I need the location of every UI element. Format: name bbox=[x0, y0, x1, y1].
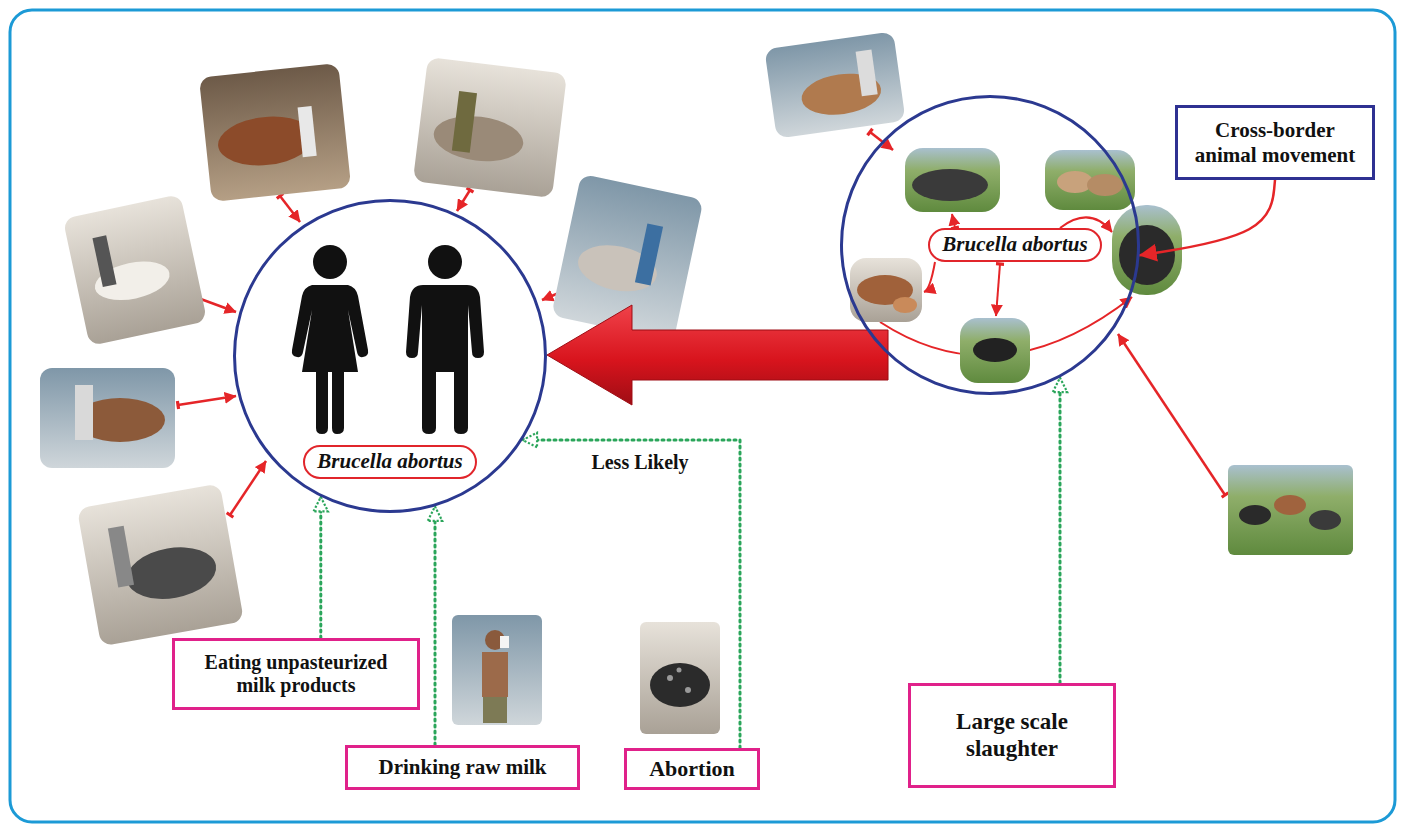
factor-box: Drinking raw milk bbox=[345, 745, 580, 790]
factor-box: Eating unpasteurized milk products bbox=[172, 638, 420, 710]
factor-text: Large scale slaughter bbox=[919, 709, 1105, 762]
woman-head bbox=[313, 245, 347, 279]
risk-arrow bbox=[1059, 378, 1062, 683]
contact-arrow bbox=[1118, 334, 1225, 495]
main-transmission-arrow bbox=[547, 305, 888, 405]
speckle bbox=[685, 687, 691, 693]
transmission-arrow bbox=[996, 264, 1000, 316]
factor-text: Abortion bbox=[635, 756, 749, 781]
person bbox=[856, 50, 878, 97]
person bbox=[108, 526, 134, 588]
person bbox=[92, 235, 116, 287]
photo-abortion bbox=[640, 622, 720, 734]
goat bbox=[650, 663, 710, 707]
transmission-arrow bbox=[952, 214, 955, 228]
person bbox=[298, 106, 317, 157]
cup bbox=[500, 636, 509, 648]
goat bbox=[973, 338, 1017, 362]
host-circle: Brucella abortus bbox=[233, 199, 547, 513]
cow bbox=[123, 541, 220, 606]
factor-text: Cross-border animal movement bbox=[1186, 118, 1364, 166]
speckle bbox=[677, 668, 682, 673]
photo-handler bbox=[413, 57, 567, 198]
calf bbox=[893, 297, 917, 313]
photo-child-drinking bbox=[452, 615, 542, 725]
photo-buffalo bbox=[905, 148, 1000, 212]
man-head bbox=[428, 245, 462, 279]
factor-box: Cross-border animal movement bbox=[1175, 105, 1375, 180]
photo-goat bbox=[63, 194, 207, 346]
sheep bbox=[1087, 174, 1123, 196]
photo bbox=[199, 63, 351, 202]
circle-outline bbox=[842, 97, 1139, 394]
contact-arrow bbox=[280, 196, 300, 222]
contact-arrow bbox=[178, 396, 236, 405]
person bbox=[75, 385, 93, 440]
photo-delivery bbox=[40, 368, 175, 468]
transmission-arrow bbox=[924, 262, 935, 292]
circle-outline bbox=[235, 201, 546, 512]
photo bbox=[452, 615, 542, 725]
factor-text: Eating unpasteurized milk products bbox=[183, 651, 409, 697]
photo bbox=[1228, 465, 1353, 555]
child-body bbox=[482, 652, 508, 697]
photo bbox=[960, 318, 1030, 383]
photo-milking bbox=[199, 63, 351, 202]
risk-arrow bbox=[319, 497, 322, 638]
goat bbox=[1239, 505, 1271, 525]
frame bbox=[10, 10, 1395, 822]
pathogen-label: Brucella abortus bbox=[303, 445, 476, 478]
pathogen-label: Brucella abortus bbox=[928, 228, 1101, 261]
photo bbox=[905, 148, 1000, 212]
factor-box: Large scale slaughter bbox=[908, 683, 1116, 788]
man-figure bbox=[406, 285, 484, 434]
photo bbox=[77, 483, 244, 646]
contact-arrow bbox=[457, 190, 470, 211]
risk-arrow bbox=[434, 506, 437, 745]
factor-text: Drinking raw milk bbox=[356, 755, 569, 779]
photo bbox=[640, 622, 720, 734]
movement-arrow bbox=[1140, 180, 1275, 255]
photo-goat-grazing bbox=[960, 318, 1030, 383]
speckle bbox=[667, 675, 673, 681]
goat bbox=[1274, 495, 1306, 515]
photo-slaughter bbox=[77, 483, 244, 646]
host-circle: Brucella abortus bbox=[840, 95, 1140, 395]
buffalo bbox=[912, 169, 988, 201]
sheep bbox=[1057, 171, 1093, 193]
photo-goat-herd bbox=[1228, 465, 1353, 555]
edge-label: Less Likely bbox=[587, 450, 692, 474]
photo bbox=[850, 258, 922, 322]
photo bbox=[1045, 150, 1135, 210]
photo bbox=[40, 368, 175, 468]
photo bbox=[764, 31, 905, 138]
person bbox=[635, 224, 663, 286]
goat bbox=[1309, 510, 1341, 530]
woman-figure bbox=[292, 285, 368, 434]
risk-arrow bbox=[523, 440, 740, 748]
cow bbox=[431, 111, 526, 166]
child-legs bbox=[483, 697, 507, 723]
photo-cow-calf bbox=[850, 258, 922, 322]
photo bbox=[63, 194, 207, 346]
factor-box: Abortion bbox=[624, 748, 760, 790]
photo-herder bbox=[764, 31, 905, 138]
photo bbox=[413, 57, 567, 198]
person bbox=[452, 91, 477, 153]
photo-sheep bbox=[1045, 150, 1135, 210]
contact-arrow bbox=[230, 461, 266, 515]
